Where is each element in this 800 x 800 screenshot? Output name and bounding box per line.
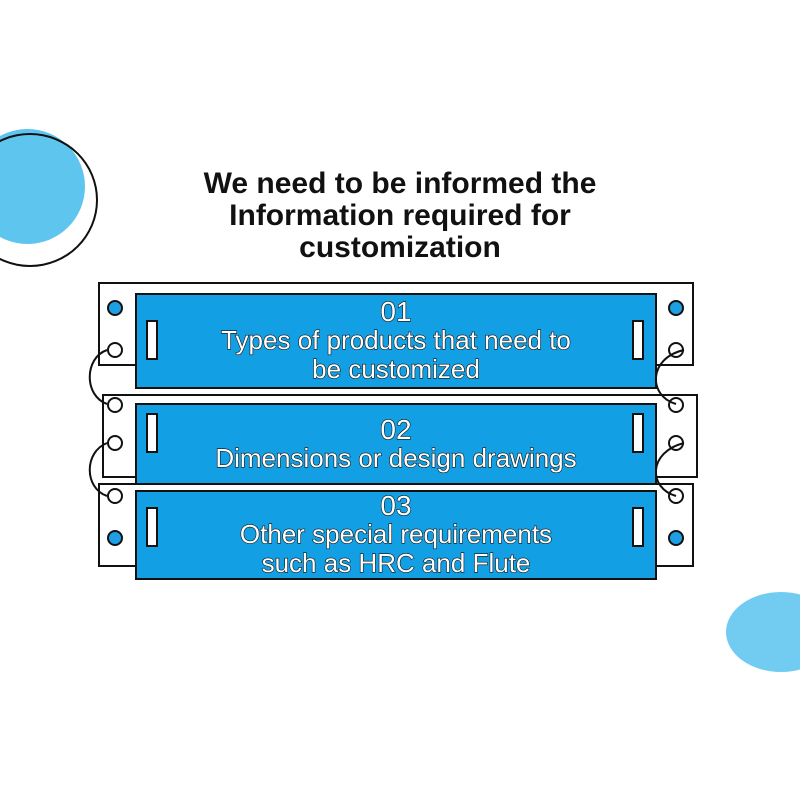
left-slot [146, 413, 158, 453]
right-slot [632, 413, 644, 453]
right-dot-icon [668, 530, 684, 546]
card-text: Dimensions or design drawings [215, 442, 577, 473]
left-ring-icon [107, 397, 123, 413]
left-dot-icon [107, 300, 123, 316]
left-ring-icon [107, 342, 123, 358]
right-ring-icon [668, 397, 684, 413]
card-panel: 03 Other special requirements such as HR… [135, 490, 657, 580]
left-ring-icon [107, 435, 123, 451]
left-ring-icon [107, 488, 123, 504]
connector-wire-right-1 [654, 349, 685, 405]
right-slot [632, 320, 644, 360]
card-number: 01 [380, 296, 412, 327]
connector-wire-right-2 [654, 442, 685, 497]
right-dot-icon [668, 300, 684, 316]
card-number: 02 [380, 413, 412, 445]
left-slot [146, 507, 158, 547]
card-text: Other special requirements such as HRC a… [239, 519, 553, 578]
right-slot [632, 507, 644, 547]
card-panel: 01 Types of products that need to be cus… [135, 293, 657, 389]
card-text: Types of products that need to be custom… [221, 325, 572, 384]
page-title: We need to be informed the Information r… [203, 167, 597, 264]
left-slot [146, 320, 158, 360]
left-dot-icon [107, 530, 123, 546]
card-number: 03 [380, 490, 412, 521]
connector-wire-left-2 [88, 442, 108, 497]
connector-wire-left-1 [88, 349, 108, 405]
